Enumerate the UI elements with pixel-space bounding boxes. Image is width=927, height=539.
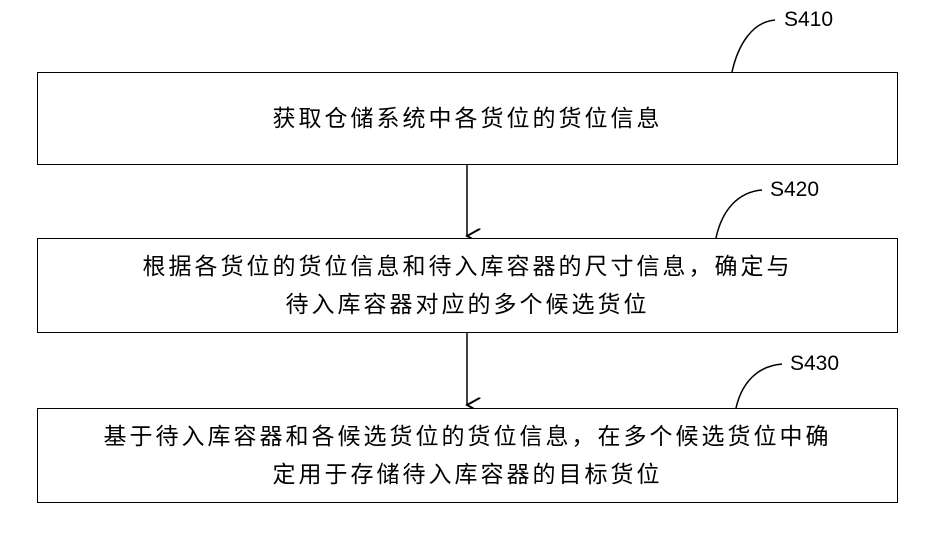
step-text-line-2: 定用于存储待入库容器的目标货位 xyxy=(273,456,663,494)
leader-s410 xyxy=(732,20,775,72)
step-label-s430: S430 xyxy=(790,352,839,376)
leader-s420 xyxy=(716,190,762,238)
step-label-s410: S410 xyxy=(784,8,833,32)
step-text-line-1: 基于待入库容器和各候选货位的货位信息，在多个候选货位中确 xyxy=(104,418,832,456)
leader-s430 xyxy=(736,364,782,408)
step-text-line-1: 根据各货位的货位信息和待入库容器的尺寸信息，确定与 xyxy=(143,248,793,286)
step-text: 获取仓储系统中各货位的货位信息 xyxy=(273,100,663,138)
step-box-s410: 获取仓储系统中各货位的货位信息 xyxy=(37,72,898,165)
step-text-line-2: 待入库容器对应的多个候选货位 xyxy=(286,286,650,324)
step-label-s420: S420 xyxy=(770,178,819,202)
step-box-s420: 根据各货位的货位信息和待入库容器的尺寸信息，确定与 待入库容器对应的多个候选货位 xyxy=(37,238,898,333)
step-box-s430: 基于待入库容器和各候选货位的货位信息，在多个候选货位中确 定用于存储待入库容器的… xyxy=(37,408,898,503)
